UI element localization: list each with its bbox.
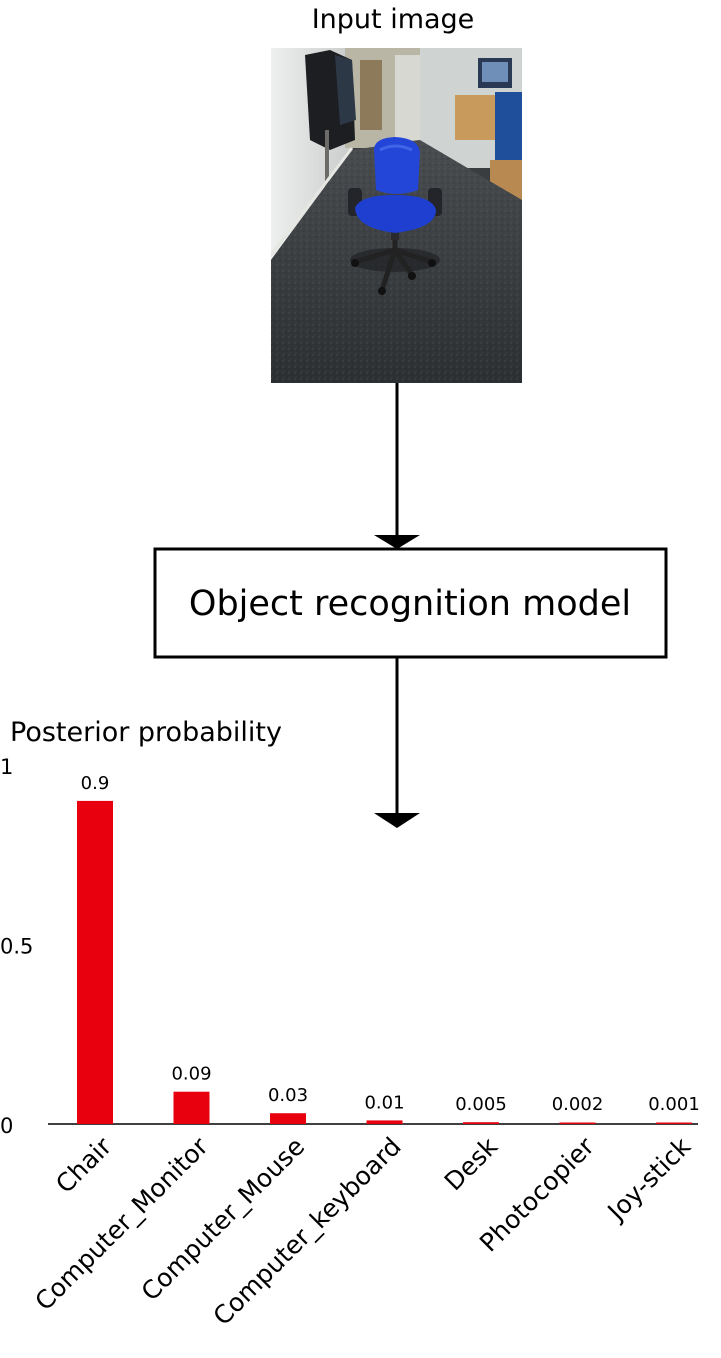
category-label: Joy-stick — [601, 1131, 697, 1227]
y-tick-label: 0.5 — [0, 935, 33, 959]
bar-chair — [77, 800, 113, 1124]
category-label: Computer_Mouse — [136, 1132, 311, 1307]
input-image-title: Input image — [312, 4, 475, 35]
chart-title: Posterior probability — [10, 717, 282, 748]
bar-photocopier — [559, 1122, 596, 1124]
value-labels: 0.9 0.09 0.03 0.01 0.005 0.002 0.001 — [81, 773, 700, 1115]
bar-joy-stick — [656, 1122, 692, 1124]
category-label: Computer_keyboard — [208, 1132, 407, 1331]
bar-computer_mouse — [270, 1113, 306, 1124]
y-tick-labels: 10.50 — [0, 755, 33, 1138]
y-tick-label: 1 — [0, 755, 13, 779]
category-label: Desk — [439, 1131, 504, 1196]
model-label: Object recognition model — [189, 584, 631, 624]
value-label: 0.01 — [364, 1092, 404, 1113]
value-label: 0.9 — [81, 773, 110, 794]
arrow-image-to-model — [374, 383, 420, 549]
category-label: Computer_Monitor — [29, 1131, 214, 1316]
category-label: Chair — [50, 1131, 118, 1199]
value-label: 0.001 — [648, 1094, 700, 1115]
value-label: 0.09 — [171, 1064, 211, 1085]
bar-computer_monitor — [173, 1091, 210, 1124]
input-photo — [271, 48, 522, 383]
bar-computer_keyboard — [366, 1120, 403, 1124]
bar-desk — [463, 1122, 499, 1124]
y-tick-label: 0 — [0, 1114, 13, 1138]
value-label: 0.002 — [552, 1094, 604, 1115]
blue-chair — [348, 137, 442, 295]
value-label: 0.005 — [455, 1094, 507, 1115]
arrow-model-to-output — [374, 657, 420, 828]
value-label: 0.03 — [268, 1085, 308, 1106]
category-labels: ChairComputer_MonitorComputer_MouseCompu… — [29, 1131, 696, 1331]
model-box: Object recognition model — [153, 547, 668, 659]
bars — [77, 800, 692, 1124]
